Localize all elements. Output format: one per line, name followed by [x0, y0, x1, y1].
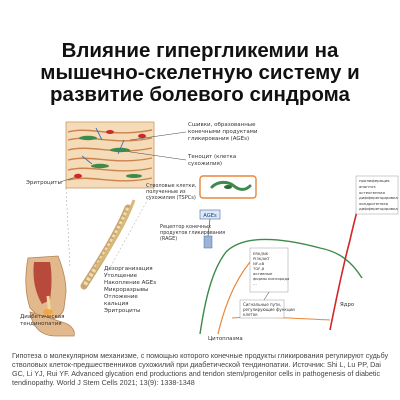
stem-cells-label: Стволовые клетки, полученные из сухожили… — [146, 183, 197, 201]
ages-crosslinks-line-2: конечными продуктами — [188, 129, 258, 135]
inner-box-line-3: NF-κB — [253, 261, 265, 266]
nucleus-label: Ядро — [340, 302, 354, 308]
stem-cells-line-3: сухожилия (TSPCs) — [146, 195, 196, 201]
signal-box-line-3: клеток — [243, 312, 258, 317]
rage-line-1: Рецептор конечных — [160, 224, 211, 230]
fate-proliferation: пролиферация — [359, 178, 390, 183]
erythrocytes-label: Эритроциты — [26, 176, 77, 186]
effect-erythrocytes: Эритроциты — [104, 308, 140, 314]
tendon-tissue-zoom — [65, 121, 155, 189]
tenocyte-line-2: сухожилия) — [188, 161, 222, 167]
inner-box-line-4: TGF-β — [252, 266, 265, 271]
effect-disorganization: Дезорганизация — [104, 266, 153, 272]
effect-calcium-deposit-1: Отложение — [104, 294, 138, 300]
fate-chondrogenic-2: дифференцировка — [359, 206, 398, 211]
nucleus-text: Ядро — [340, 302, 354, 308]
fate-apoptosis: апоптоз — [359, 184, 376, 189]
inner-box-line-7: … — [253, 281, 257, 286]
stem-cells-line-1: Стволовые клетки, — [146, 183, 197, 189]
tenocyte-line-1: Теноцит (клетка — [187, 154, 236, 160]
leg-illustration — [25, 255, 75, 337]
inner-box-line-2: PI3K/AKT — [253, 256, 270, 261]
ages-crosslinks-label: Сшивки, образованные конечными продуктам… — [129, 122, 258, 142]
effect-ages-accumulation: Накопление AGEs — [104, 280, 156, 286]
title-line-1: Влияние гипергликемии на — [61, 39, 339, 62]
ages-crosslinks-line-1: Сшивки, образованные — [188, 122, 256, 128]
tendinopathy-line-1: Диабетическая — [20, 314, 64, 320]
cytoplasm-text: Цитоплазма — [208, 336, 243, 342]
erythrocytes-text: Эритроциты — [26, 180, 62, 186]
tendinopathy-line-2: тендинопатия — [20, 321, 62, 327]
stem-cells-line-2: полученные из — [146, 189, 186, 195]
rage-receptor-icon — [203, 235, 213, 249]
rage-line-2: продуктов гликирования — [160, 230, 225, 236]
tendinopathy-label: Диабетическая тендинопатия — [20, 314, 64, 327]
cytoplasm-label: Цитоплазма — [208, 336, 243, 342]
ages-box-text: AGEs — [203, 213, 217, 219]
inner-box-line-6: формы кислорода — [253, 276, 289, 281]
effect-microtears: Микроразрывы — [104, 287, 148, 293]
source-caption: Гипотеза о молекулярном механизме, с пом… — [12, 351, 389, 387]
title-line-3: развитие болевого синдрома — [50, 83, 350, 106]
fate-osteogenic-2: дифференцировка — [359, 195, 398, 200]
effect-thickening: Утолщение — [104, 273, 138, 279]
signaling-pathways-box: ERK/JNK PI3K/AKT NF-κB TGF-β активные фо… — [249, 247, 289, 301]
title-line-2: мышечно-скелетную систему и — [40, 61, 360, 84]
fate-osteogenic-1: остеогенная — [359, 190, 385, 195]
rage-label: Рецептор конечных продуктов гликирования… — [160, 224, 225, 242]
signal-box: Сигнальные пути, регулирующие функции кл… — [239, 299, 295, 319]
effect-calcium-deposit-2: кальция — [104, 301, 129, 307]
ages-crosslinks-line-3: гликирования (AGEs) — [188, 136, 249, 142]
inner-box-line-5: активные — [253, 271, 273, 276]
ages-box: AGEs — [199, 209, 221, 237]
effects-list: Дезорганизация Утолщение Накопление AGEs… — [104, 266, 156, 314]
fate-chondrogenic-1: хондрогенная — [359, 201, 389, 206]
stem-cell-box — [199, 175, 257, 199]
rage-line-3: (RAGE) — [160, 236, 177, 242]
signal-box-line-2: регулирующие функции — [243, 307, 295, 312]
fiber-bundle — [65, 187, 155, 290]
signal-box-line-1: Сигнальные пути, — [243, 302, 281, 307]
inner-box-line-1: ERK/JNK — [253, 251, 269, 256]
cell-fate-box: пролиферация апоптоз остеогенная диффере… — [355, 175, 398, 215]
tenocyte-label: Теноцит (клетка сухожилия) — [123, 150, 236, 167]
page-title: Влияние гипергликемии на мышечно-скелетн… — [10, 40, 390, 106]
